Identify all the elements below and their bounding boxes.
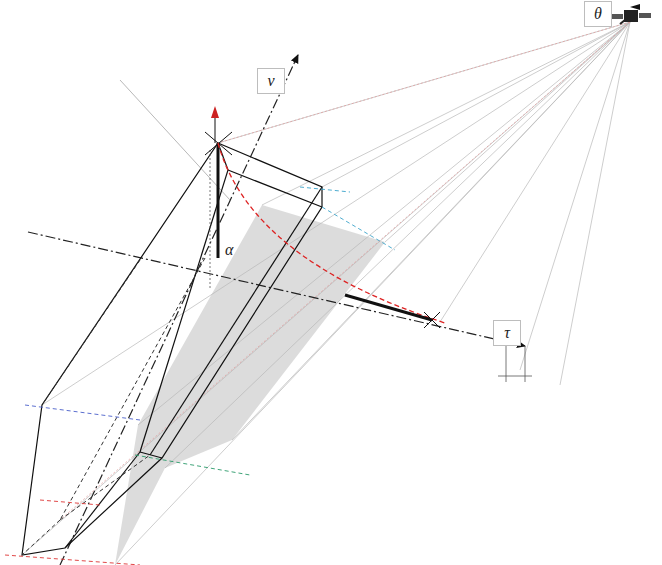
angle-symbol: τ: [504, 325, 510, 341]
angle-symbol: θ: [594, 6, 602, 22]
satellite-icon: [612, 4, 651, 24]
angle-symbol: ν: [267, 73, 274, 89]
symbol-box: θ: [584, 1, 612, 27]
angle-label: α: [225, 242, 233, 258]
symbol-box: ν: [257, 68, 285, 94]
symbol-box: τ: [493, 320, 521, 346]
